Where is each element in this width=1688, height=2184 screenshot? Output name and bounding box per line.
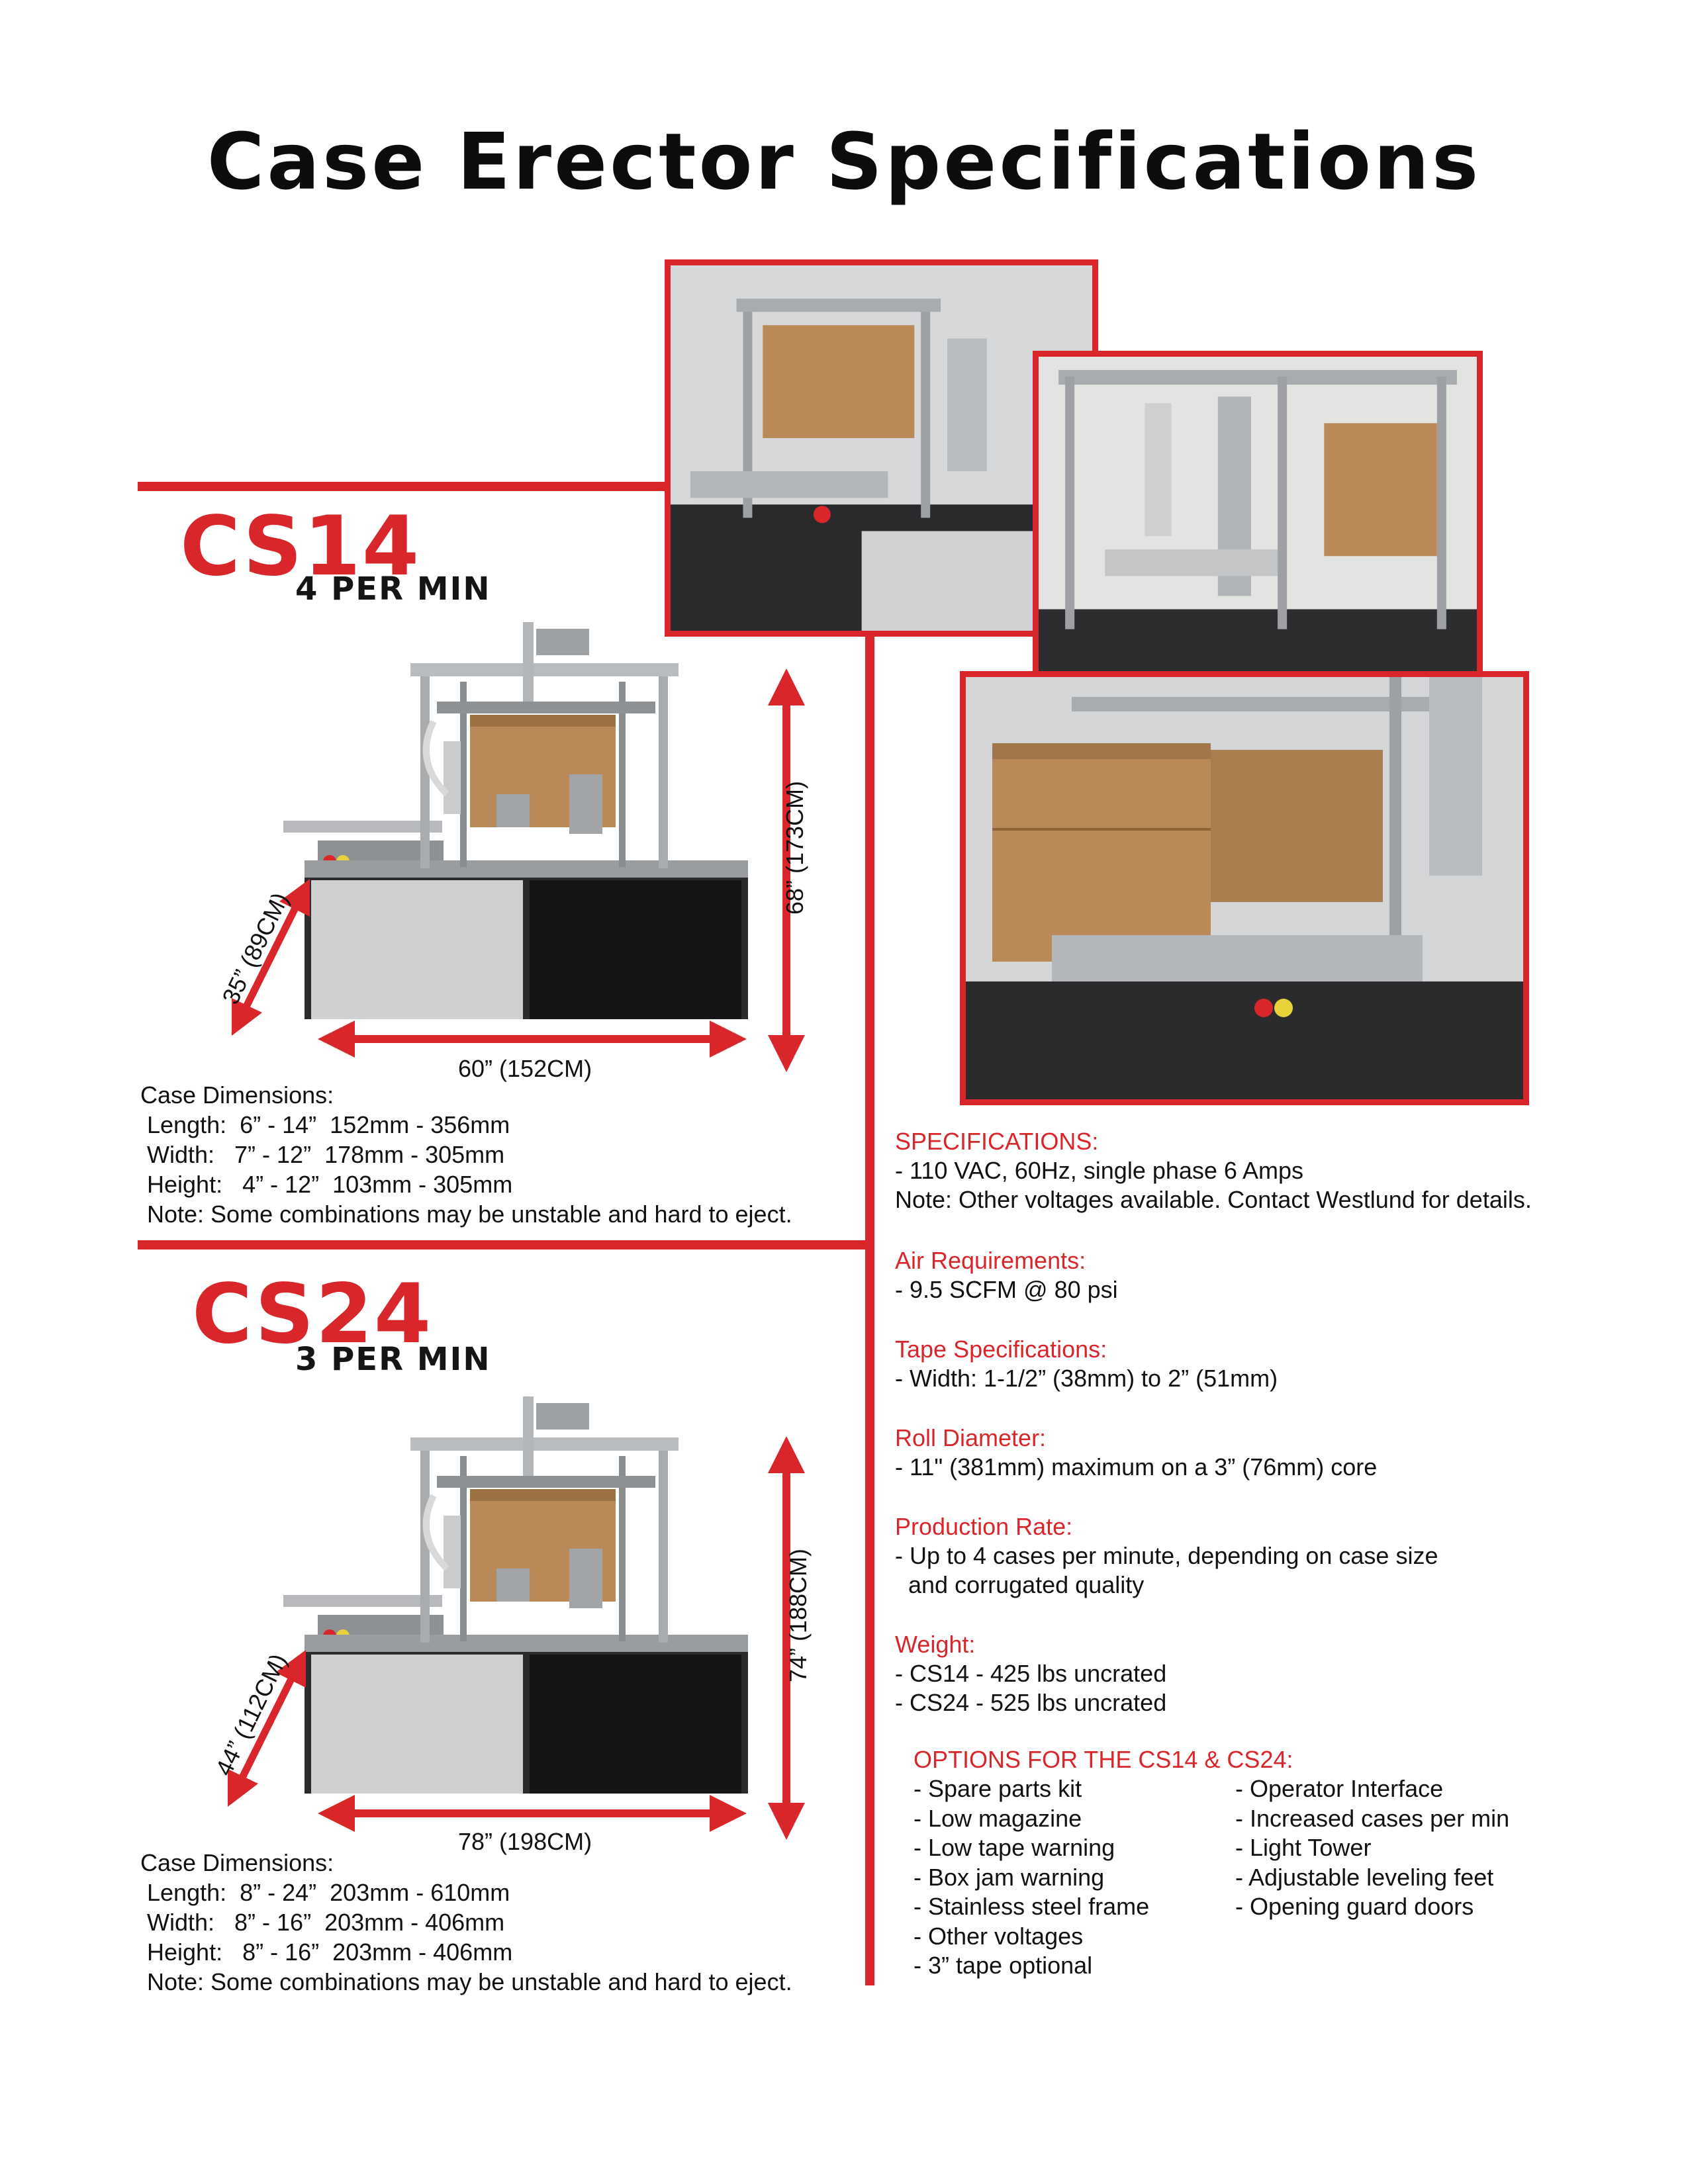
option-item: - Opening guard doors <box>1235 1893 1474 1920</box>
cs24-case-height: Height: 8” - 16” 203mm - 406mm <box>140 1938 513 1966</box>
spec-line: - Width: 1-1/2” (38mm) to 2” (51mm) <box>895 1365 1278 1392</box>
options-left-list: - Spare parts kit - Low magazine - Low t… <box>914 1775 1149 1981</box>
photo-top-left <box>665 259 1098 637</box>
rule-cs24-top <box>138 1240 870 1250</box>
option-item: - Other voltages <box>914 1922 1084 1950</box>
cs24-machine-illustration <box>283 1396 748 1794</box>
cs14-rate: 4 PER MIN <box>295 570 491 608</box>
spec-heading-weight: Weight: <box>895 1631 976 1658</box>
spec-heading-roll: Roll Diameter: <box>895 1424 1047 1451</box>
option-item: - Operator Interface <box>1235 1775 1444 1802</box>
cs14-case-length: Length: 6” - 14” 152mm - 356mm <box>140 1111 510 1138</box>
option-item: - 3” tape optional <box>914 1952 1093 1979</box>
spec-heading-air: Air Requirements: <box>895 1247 1086 1274</box>
cs14-case-width: Width: 7” - 12” 178mm - 305mm <box>140 1141 505 1168</box>
cs14-case-dimensions: Case Dimensions: Length: 6” - 14” 152mm … <box>140 1080 792 1229</box>
cs24-width-label: 78” (198CM) <box>458 1828 592 1855</box>
option-item: - Low tape warning <box>914 1834 1115 1861</box>
option-item: - Increased cases per min <box>1235 1804 1510 1832</box>
option-item: - Low magazine <box>914 1804 1082 1832</box>
option-item: - Spare parts kit <box>914 1775 1082 1802</box>
photo-bottom <box>960 671 1529 1105</box>
cs14-case-height: Height: 4” - 12” 103mm - 305mm <box>140 1171 513 1198</box>
spec-line: - CS24 - 525 lbs uncrated <box>895 1689 1167 1716</box>
cs24-model-name: CS24 <box>192 1267 433 1362</box>
cs24-height-label: 74” (188CM) <box>784 1548 812 1683</box>
spec-line: - 11" (381mm) maximum on a 3” (76mm) cor… <box>895 1453 1378 1480</box>
option-item: - Stainless steel frame <box>914 1893 1150 1920</box>
cs24-case-dimensions: Case Dimensions: Length: 8” - 24” 203mm … <box>140 1848 792 1997</box>
option-item: - Box jam warning <box>914 1863 1105 1891</box>
cs24-dimension-arrows <box>228 1436 805 1840</box>
option-item: - Light Tower <box>1235 1834 1372 1861</box>
spec-line: - 110 VAC, 60Hz, single phase 6 Amps <box>895 1157 1303 1184</box>
cs14-case-dims-heading: Case Dimensions: <box>140 1081 334 1109</box>
spec-heading-tape: Tape Specifications: <box>895 1336 1107 1363</box>
cs14-machine-illustration <box>283 622 748 1019</box>
spec-line: - Up to 4 cases per minute, depending on… <box>895 1542 1438 1569</box>
spec-line: - 9.5 SCFM @ 80 psi <box>895 1276 1118 1303</box>
cs24-rate: 3 PER MIN <box>295 1341 491 1378</box>
photo-top-right <box>1033 351 1483 688</box>
cs24-case-note: Note: Some combinations may be unstable … <box>140 1968 792 1995</box>
cs24-case-width: Width: 8” - 16” 203mm - 406mm <box>140 1909 505 1936</box>
rule-vertical <box>865 622 874 1985</box>
cs14-height-label: 68” (173CM) <box>781 780 809 915</box>
cs14-model-name: CS14 <box>180 499 421 594</box>
page-title: Case Erector Specifications <box>207 116 1481 207</box>
options-heading: OPTIONS FOR THE CS14 & CS24: <box>914 1746 1293 1773</box>
spec-line: and corrugated quality <box>895 1571 1145 1598</box>
cs14-case-note: Note: Some combinations may be unstable … <box>140 1201 792 1228</box>
rule-cs14-top <box>138 482 674 491</box>
spec-line: Note: Other voltages available. Contact … <box>895 1186 1532 1213</box>
spec-heading-specifications: SPECIFICATIONS: <box>895 1128 1099 1155</box>
cs14-dimension-arrows <box>232 668 805 1072</box>
option-item: - Adjustable leveling feet <box>1235 1863 1494 1891</box>
spec-heading-production: Production Rate: <box>895 1513 1073 1540</box>
cs24-case-dims-heading: Case Dimensions: <box>140 1849 334 1876</box>
options-right-list: - Operator Interface - Increased cases p… <box>1235 1775 1509 1923</box>
cs14-width-label: 60” (152CM) <box>458 1055 592 1082</box>
spec-line: - CS14 - 425 lbs uncrated <box>895 1660 1167 1687</box>
cs24-case-length: Length: 8” - 24” 203mm - 610mm <box>140 1879 510 1906</box>
